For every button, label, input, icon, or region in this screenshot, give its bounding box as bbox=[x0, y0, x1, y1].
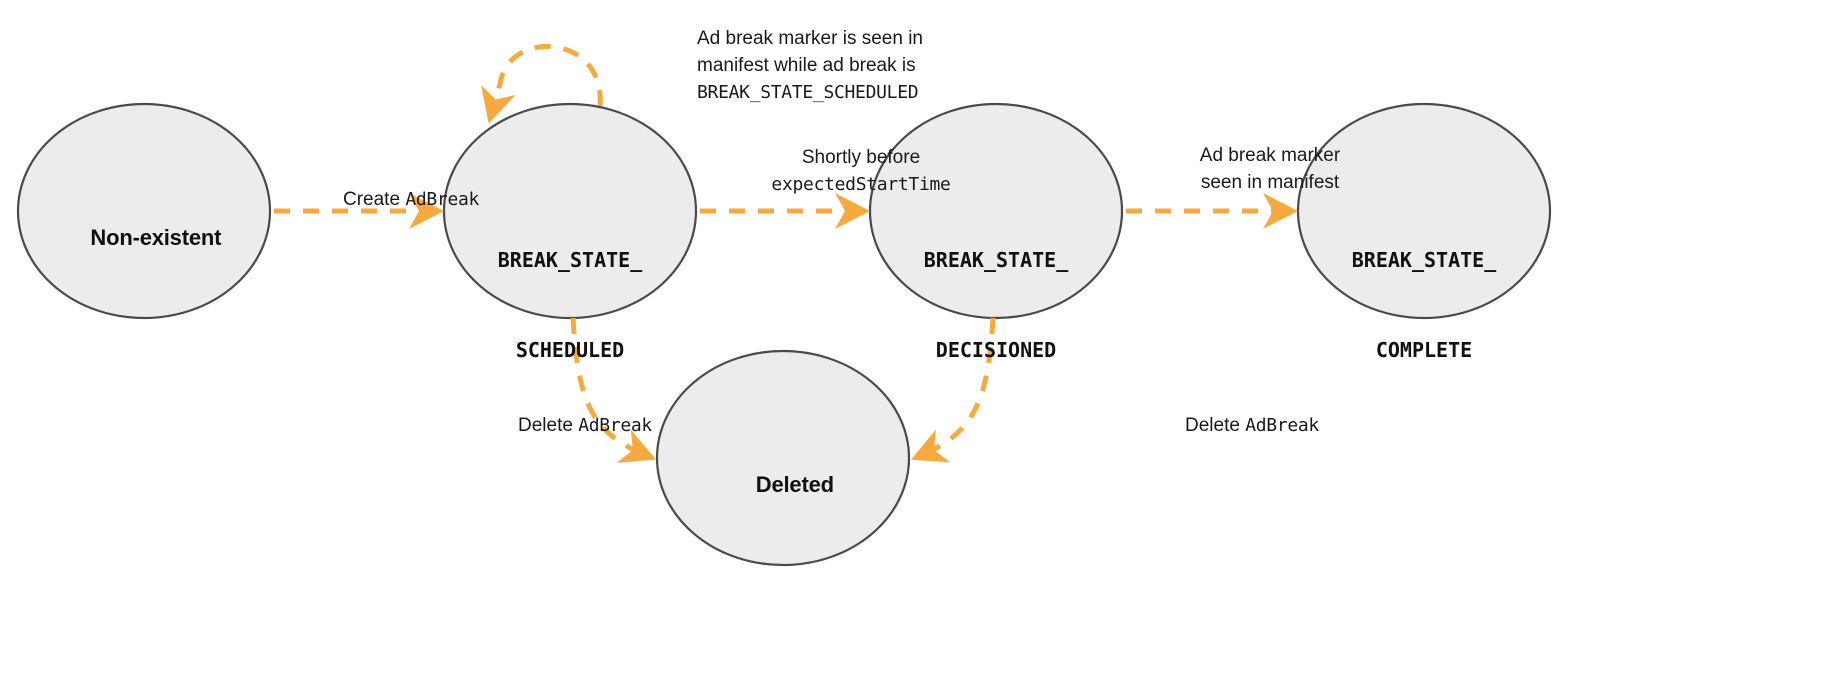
edge-label-decisioned-to-deleted-text: Delete bbox=[1185, 415, 1246, 436]
edge-label-create-adbreak: Create AdBreak bbox=[343, 186, 479, 213]
edge-scheduled-to-deleted bbox=[570, 317, 657, 463]
edge-scheduled-self-loop bbox=[481, 43, 603, 124]
edge-label-create-adbreak-text: Create bbox=[343, 189, 406, 210]
edge-label-self-loop-code: BREAK_STATE_SCHEDULED bbox=[697, 82, 919, 103]
edge-label-decisioned-to-complete-text: Ad break marker seen in manifest bbox=[1199, 145, 1341, 193]
edge-label-scheduled-self-loop: Ad break marker is seen in manifest whil… bbox=[697, 25, 923, 106]
node-break-state-complete[interactable] bbox=[1296, 102, 1552, 320]
edge-label-decisioned-to-deleted-code: AdBreak bbox=[1245, 415, 1319, 436]
edge-label-scheduled-to-decisioned-code: expectedStartTime bbox=[771, 174, 951, 195]
edge-decisioned-to-deleted bbox=[910, 317, 996, 463]
edge-label-scheduled-to-decisioned: Shortly before expectedStartTime bbox=[706, 144, 1016, 198]
edge-label-self-loop-text: Ad break marker is seen in manifest whil… bbox=[697, 28, 923, 76]
edge-label-scheduled-to-decisioned-text: Shortly before bbox=[801, 147, 921, 168]
edge-label-scheduled-to-deleted-text: Delete bbox=[518, 415, 579, 436]
node-deleted[interactable] bbox=[655, 349, 911, 567]
edge-label-create-adbreak-code: AdBreak bbox=[405, 189, 480, 210]
edge-label-decisioned-to-deleted: Delete AdBreak bbox=[1185, 412, 1319, 439]
edge-label-scheduled-to-deleted: Delete AdBreak bbox=[518, 412, 652, 439]
edge-label-decisioned-to-complete: Ad break marker seen in manifest bbox=[1125, 142, 1415, 196]
edge-label-scheduled-to-deleted-code: AdBreak bbox=[578, 415, 652, 436]
node-break-state-scheduled[interactable] bbox=[442, 102, 698, 320]
node-non-existent[interactable] bbox=[16, 102, 272, 320]
node-break-state-decisioned[interactable] bbox=[868, 102, 1124, 320]
